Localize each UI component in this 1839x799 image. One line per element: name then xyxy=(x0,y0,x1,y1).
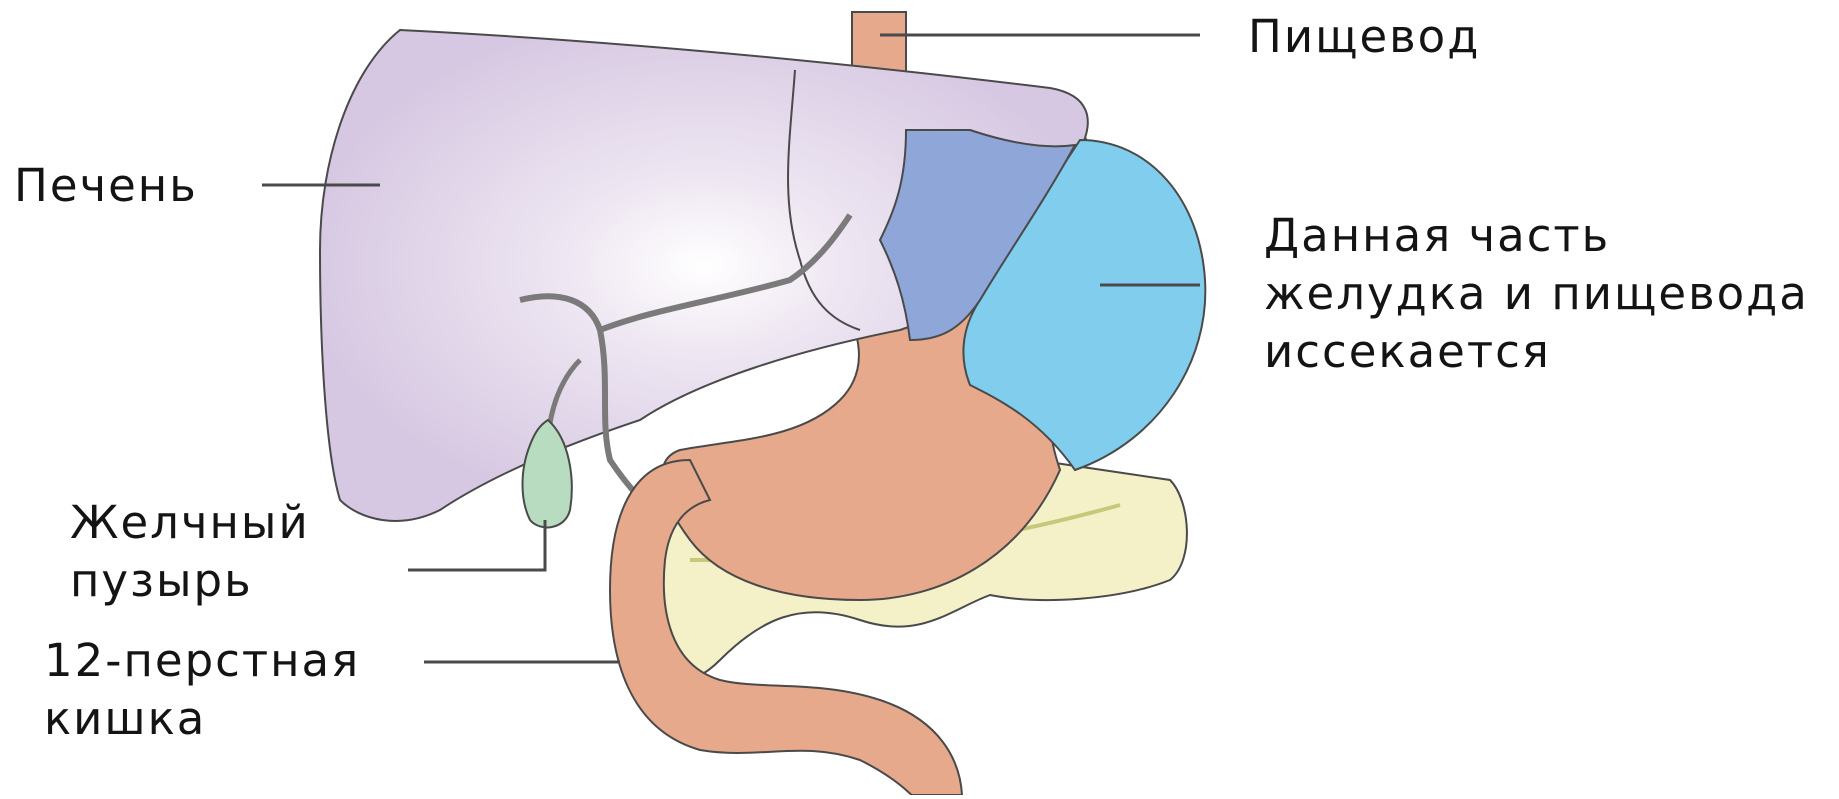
gallbladder-label: Желчный пузырь xyxy=(70,494,310,610)
duodenum-label-line-2: кишка xyxy=(44,690,360,748)
resected-part-label-line-1: Данная часть xyxy=(1264,207,1809,265)
liver-label-text: Печень xyxy=(14,157,198,215)
gallbladder-label-line-1: Желчный xyxy=(70,494,310,552)
duodenum-label-line-1: 12-перстная xyxy=(44,632,360,690)
leader-line-gallbladder xyxy=(408,520,545,570)
esophagus-label: Пищевод xyxy=(1248,8,1480,66)
resected-part-label: Данная часть желудка и пищевода иссекает… xyxy=(1264,207,1809,381)
resected-part-label-line-3: иссекается xyxy=(1264,323,1809,381)
liver-label: Печень xyxy=(14,157,198,215)
resected-part-label-line-2: желудка и пищевода xyxy=(1264,265,1809,323)
duodenum-label: 12-перстная кишка xyxy=(44,632,360,748)
esophagus-label-text: Пищевод xyxy=(1248,8,1480,66)
gallbladder-label-line-2: пузырь xyxy=(70,552,310,610)
